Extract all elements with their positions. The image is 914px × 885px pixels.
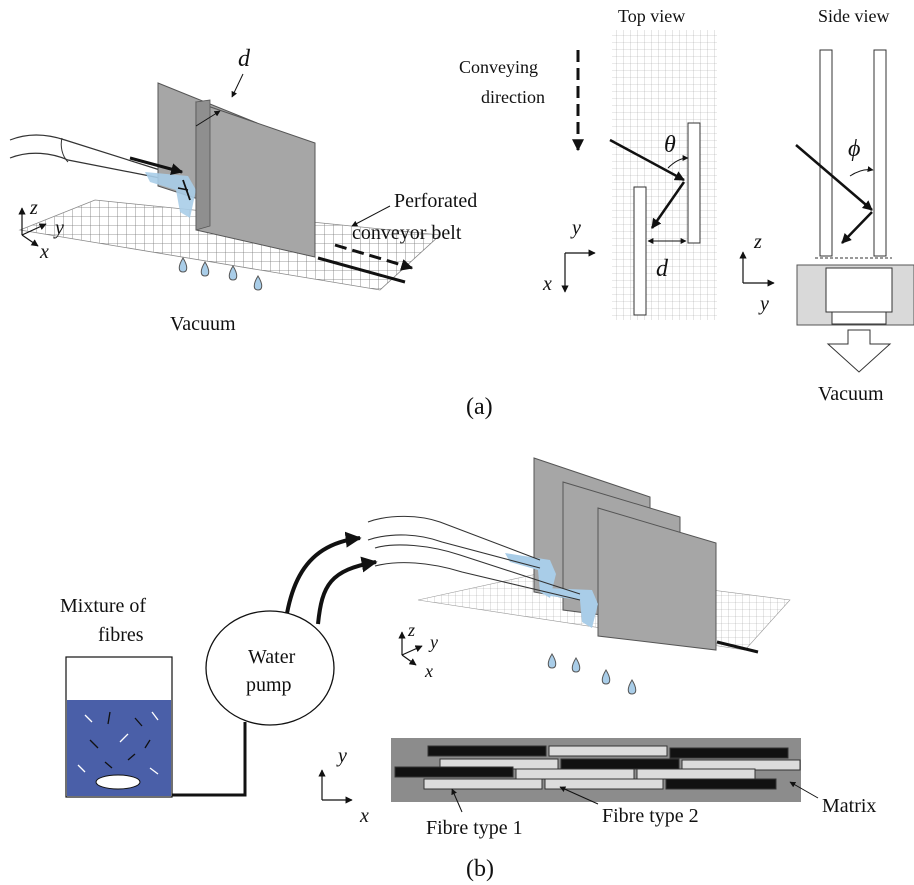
mixture-label-2: fibres xyxy=(98,624,144,646)
perforated-belt xyxy=(18,199,441,291)
symbol-d: d xyxy=(238,46,251,72)
vacuum-droplets xyxy=(178,257,263,291)
belt-pointer xyxy=(351,205,391,227)
perforated-label: Perforated xyxy=(394,190,477,212)
tank-to-pump-pipe xyxy=(172,722,247,797)
panel-b-label: (b) xyxy=(466,856,494,882)
vacuum-outlet-arrow xyxy=(826,329,892,373)
jet-arrow xyxy=(129,156,184,175)
d-arrow-b xyxy=(195,110,221,127)
theta-arc xyxy=(667,155,689,169)
vacuum-slot xyxy=(831,311,887,325)
axis-x: x xyxy=(39,241,49,263)
fibre-bit-2 xyxy=(177,187,189,191)
water-jet xyxy=(145,172,196,218)
floating-fibres xyxy=(77,711,159,775)
axes-3d-a xyxy=(18,207,47,247)
top-view-plate-right xyxy=(687,122,701,244)
belt-direction-arrow xyxy=(334,243,414,271)
symbol-theta: θ xyxy=(664,132,676,158)
top-view-plate-left xyxy=(633,186,647,316)
comp-axis-x: x xyxy=(359,805,369,827)
matrix-pointer xyxy=(789,781,819,799)
side-axis-z: z xyxy=(753,231,762,253)
fibre-type-2-pointer xyxy=(559,786,599,805)
nozzle-hose xyxy=(9,134,161,179)
side-plate-edge xyxy=(195,99,211,231)
conveying-label: Conveying xyxy=(459,57,538,77)
pump-label-2: pump xyxy=(246,674,292,696)
vacuum-inner xyxy=(825,267,893,313)
phi-arc xyxy=(849,166,874,177)
comp-axis-y: y xyxy=(336,745,347,767)
panel-a-label: (a) xyxy=(466,394,493,420)
front-plate xyxy=(195,101,316,258)
panel-b-droplets xyxy=(547,653,637,695)
d-arrow-a xyxy=(231,73,244,98)
direction-label: direction xyxy=(481,87,545,107)
matrix-label: Matrix xyxy=(822,795,876,817)
b-axis-z: z xyxy=(407,620,415,640)
fibre-type-1-pointer xyxy=(451,788,463,813)
side-fibre-out xyxy=(841,211,873,244)
top-view-fibre-in xyxy=(609,138,685,182)
panel-b: z y x Water pump Mixture of fibres xyxy=(60,457,876,839)
top-view-fibre-out xyxy=(650,181,686,229)
axes-3d-b xyxy=(398,631,423,666)
panel-b-plate-front xyxy=(597,507,717,651)
axis-y: y xyxy=(53,217,64,239)
deposited-fibre xyxy=(317,256,406,284)
top-axis-x: x xyxy=(542,273,552,295)
panel-a-side-view: Side view ϕ Vacuum z y xyxy=(739,6,914,405)
side-plate-left xyxy=(819,49,833,257)
symbol-phi: ϕ xyxy=(848,136,860,162)
side-vacuum-label: Vacuum xyxy=(818,383,884,405)
b-axis-x: x xyxy=(424,661,433,681)
top-axis-y: y xyxy=(570,217,581,239)
side-fibre-in xyxy=(795,144,873,211)
side-plate-right xyxy=(873,49,887,257)
fibre-bars xyxy=(394,745,801,790)
panel-a-top-view: Top view θ d Conveying direction y x xyxy=(459,6,717,320)
axis-z: z xyxy=(29,197,38,219)
fibre-type-2-label: Fibre type 2 xyxy=(602,805,699,827)
fibre-type-1-label: Fibre type 1 xyxy=(426,817,523,839)
conveyor-belt-label: conveyor belt xyxy=(352,222,462,244)
b-axis-y: y xyxy=(428,632,438,652)
side-axis-y: y xyxy=(758,293,769,315)
vacuum-label: Vacuum xyxy=(170,313,236,335)
pump-label-1: Water xyxy=(248,646,296,668)
axes-top-view xyxy=(561,249,596,293)
panel-b-hoses xyxy=(367,515,581,601)
top-view-title: Top view xyxy=(618,6,685,26)
pump-feed-arrow-lower xyxy=(316,556,378,625)
panel-b-water xyxy=(505,553,598,628)
top-symbol-d: d xyxy=(656,256,669,282)
axes-side-view xyxy=(739,251,775,287)
mixture-label-1: Mixture of xyxy=(60,595,146,617)
axes-composite xyxy=(318,769,353,804)
side-view-title: Side view xyxy=(818,6,890,26)
tank-outlet xyxy=(95,774,141,790)
panel-a-3d-view: d Vacuum Perforated conveyor belt z y x xyxy=(9,46,477,335)
panel-b-deposited-fibre xyxy=(716,640,759,654)
water-pump xyxy=(205,610,335,726)
